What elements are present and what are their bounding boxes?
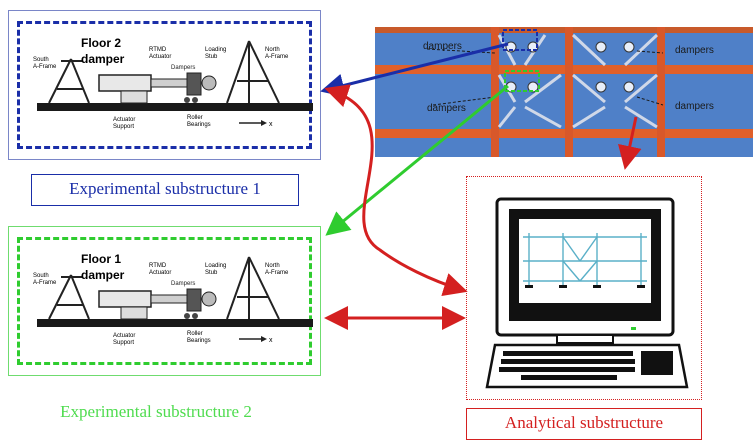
actuator-rod	[150, 294, 188, 304]
building-frame-drawing: dampers dampers dampers dampers	[375, 27, 753, 157]
monitor-stand	[556, 334, 614, 344]
beam-top	[375, 27, 753, 33]
rig-base	[37, 103, 313, 111]
x-axis-label: x	[269, 337, 273, 344]
roller-bearing	[184, 97, 190, 103]
actuator-rod	[150, 78, 188, 88]
caption-analytical: Analytical substructure	[466, 408, 702, 440]
south-a-frame	[48, 274, 90, 320]
beam-lower	[375, 129, 753, 138]
experimental-1-dashed-border	[17, 21, 312, 149]
building-damper-label-4: dampers	[675, 101, 714, 112]
keyboard-keys	[499, 351, 673, 380]
support-blocks	[525, 285, 645, 288]
damper-title: damper	[81, 268, 125, 282]
north-a-frame	[226, 40, 280, 104]
x-axis-arrowhead	[261, 336, 267, 342]
dampers-label: Dampers	[171, 281, 195, 287]
building-damper-label-2: dampers	[675, 45, 714, 56]
analytical-frame-model	[523, 233, 647, 285]
loading-stub	[201, 291, 217, 307]
power-led	[631, 327, 636, 330]
roller-bearing	[184, 313, 190, 319]
roller-bearing	[192, 313, 198, 319]
building-frame-image: dampers dampers dampers dampers	[375, 27, 753, 157]
floor-title: Floor 2	[81, 36, 121, 50]
analytical-substructure-panel	[466, 176, 702, 400]
north-a-frame	[226, 256, 280, 320]
floor-title: Floor 1	[81, 252, 121, 266]
x-axis-label: x	[269, 121, 273, 128]
column-3	[657, 27, 665, 157]
actuator-support	[120, 90, 148, 104]
loading-stub	[201, 75, 217, 91]
actuator-support	[120, 306, 148, 320]
beam-upper	[375, 65, 753, 74]
dashed-leaders	[426, 48, 664, 106]
rtmd-actuator	[98, 290, 152, 308]
building-damper-label-3: dampers	[427, 103, 466, 114]
highlight-floor2	[502, 29, 538, 51]
dampers-block	[186, 72, 202, 96]
column-1	[491, 27, 499, 157]
caption-experimental-1: Experimental substructure 1	[31, 174, 299, 206]
computer-drawing	[485, 197, 689, 389]
column-2	[565, 27, 573, 157]
dampers-block	[186, 288, 202, 312]
building-damper-label-1: dampers	[423, 41, 462, 52]
roller-bearing	[192, 97, 198, 103]
damper-title: damper	[81, 52, 125, 66]
dampers-label: Dampers	[171, 65, 195, 71]
south-a-frame	[48, 58, 90, 104]
experimental-2-dashed-border	[17, 237, 312, 365]
rtmd-actuator	[98, 74, 152, 92]
rig-base	[37, 319, 313, 327]
caption-experimental-2: Experimental substructure 2	[60, 402, 252, 421]
x-axis-arrowhead	[261, 120, 267, 126]
